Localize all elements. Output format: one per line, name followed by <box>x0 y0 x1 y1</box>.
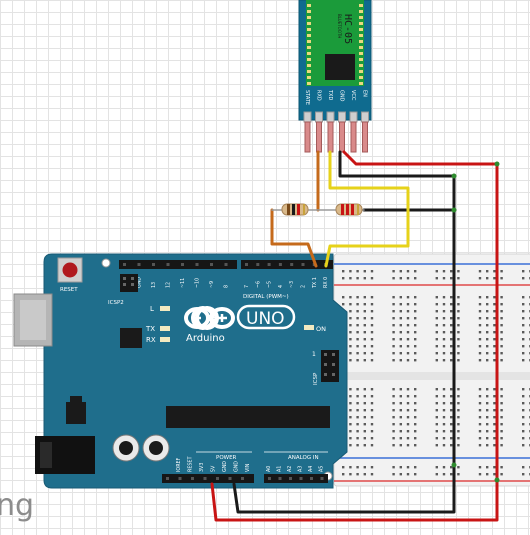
arduino-logo <box>184 306 235 331</box>
led-rx <box>160 337 170 342</box>
pin-label: 5V <box>211 465 217 472</box>
pin-label: ~9 <box>209 281 215 288</box>
pin-label: ~11 <box>180 278 186 288</box>
wire-gnd-black <box>232 150 456 514</box>
hc05-pin-labels: STATE RXD TXD GND VCC EN <box>304 89 368 105</box>
power-header <box>162 474 254 483</box>
reset-button-cap[interactable] <box>62 262 78 278</box>
power-label: POWER <box>216 455 237 461</box>
hc05-pin-lead <box>350 121 357 153</box>
voltage-regulator <box>66 402 86 424</box>
analog-header <box>264 474 328 483</box>
uno-model: UNO <box>246 309 285 329</box>
pin-label: 12 <box>166 282 172 288</box>
icsp-header <box>321 350 339 382</box>
pin-label: IOREF <box>176 457 182 472</box>
pin-label: 13 <box>151 282 157 288</box>
pin-label: 4 <box>278 285 284 288</box>
digital-pin-labels-right: 7 ~6 ~5 4 ~3 2 TX 1 RX 0 <box>244 277 329 289</box>
wires <box>210 150 500 522</box>
wire-txd-yellow <box>324 150 410 268</box>
mounting-hole <box>101 258 111 268</box>
watermark-text: ng <box>0 488 35 523</box>
pin-label: ~3 <box>289 281 295 288</box>
digital-header-right <box>241 260 333 269</box>
hc05-chip-text: BLUETOOTH <box>337 14 342 38</box>
hc05-pin-lead <box>316 121 322 153</box>
pin-label: 2 <box>301 285 307 288</box>
icsp-pin1: 1 <box>312 351 316 358</box>
pin-label: 8 <box>224 285 230 288</box>
hc05-pin <box>315 111 323 123</box>
led-on-label: ON <box>316 325 326 333</box>
hc05-pin-lead <box>339 121 345 153</box>
pin-label: GND <box>137 277 143 288</box>
hc05-pin-label: EN <box>362 90 368 97</box>
pin-label: ~6 <box>255 281 261 288</box>
hc05-pin-label: TXD <box>327 89 333 100</box>
hc05-pin-lead <box>304 121 311 153</box>
resistor-1 <box>281 203 309 216</box>
pin-label: TX 1 <box>312 277 318 289</box>
led-tx-label: TX <box>145 325 155 333</box>
reset-label: RESET <box>60 287 78 293</box>
pin-label: 3V3 <box>199 463 205 472</box>
hc05-pin <box>326 111 335 123</box>
pin-label: A0 <box>266 466 272 472</box>
led-l-label: L <box>150 305 154 313</box>
pin-label: A1 <box>277 466 283 472</box>
hc05-pin-label: GND <box>339 90 345 102</box>
digital-header-left <box>119 260 237 269</box>
led-l <box>160 306 170 311</box>
hc05-pin-lead <box>327 121 334 153</box>
hc05-pin <box>361 111 369 123</box>
hc05-model: HC-05 <box>342 14 353 44</box>
hc05-pin-label: STATE <box>304 90 310 105</box>
digital-label: DIGITAL (PWM~) <box>243 294 289 300</box>
bluetooth-chip <box>325 54 355 80</box>
pin-label: GND <box>234 461 240 472</box>
pin-label: ~10 <box>195 278 201 288</box>
hc05-pin-label: VCC <box>350 90 356 101</box>
hc05-pin-label: RXD <box>316 90 322 101</box>
usb-chip <box>120 328 142 348</box>
pin-label: RX 0 <box>323 277 329 288</box>
pin-label: 7 <box>244 285 250 288</box>
pin-label: GND <box>222 461 228 472</box>
analog-label: ANALOG IN <box>288 455 319 461</box>
pin-label: A3 <box>298 466 304 472</box>
analog-pin-labels: A0 A1 A2 A3 A4 A5 <box>266 466 325 472</box>
icsp2-header <box>120 274 138 292</box>
pin-label: ~5 <box>267 281 273 288</box>
icsp2-label: ICSP2 <box>108 300 124 306</box>
led-on <box>304 325 314 330</box>
atmega-chip <box>166 406 330 428</box>
hc05-pin <box>338 111 346 123</box>
pin-label: A4 <box>308 466 314 472</box>
uno-badge <box>236 304 296 330</box>
led-tx <box>160 326 170 331</box>
pin-label: A5 <box>319 466 325 472</box>
pin-label: VIN <box>245 463 251 472</box>
resistor-2 <box>335 203 363 216</box>
pin-label: RESET <box>188 457 194 472</box>
wire-tx-orange <box>270 208 318 268</box>
arduino-brand: Arduino <box>186 333 225 344</box>
pin-label: A2 <box>287 466 293 472</box>
led-rx-label: RX <box>146 336 156 344</box>
hc05-pin-lead <box>362 121 368 153</box>
wire-vcc-red <box>210 150 499 522</box>
hc05-pin <box>349 111 358 123</box>
power-pin-labels: IOREF RESET 3V3 5V GND GND VIN <box>176 457 251 472</box>
hc05-pin <box>303 111 312 123</box>
icsp-label: ICSP <box>313 372 319 385</box>
hc05-module: HC-05 BLUETOOTH STATE RXD TXD GND VCC EN <box>298 0 372 153</box>
breadboard <box>333 253 530 487</box>
